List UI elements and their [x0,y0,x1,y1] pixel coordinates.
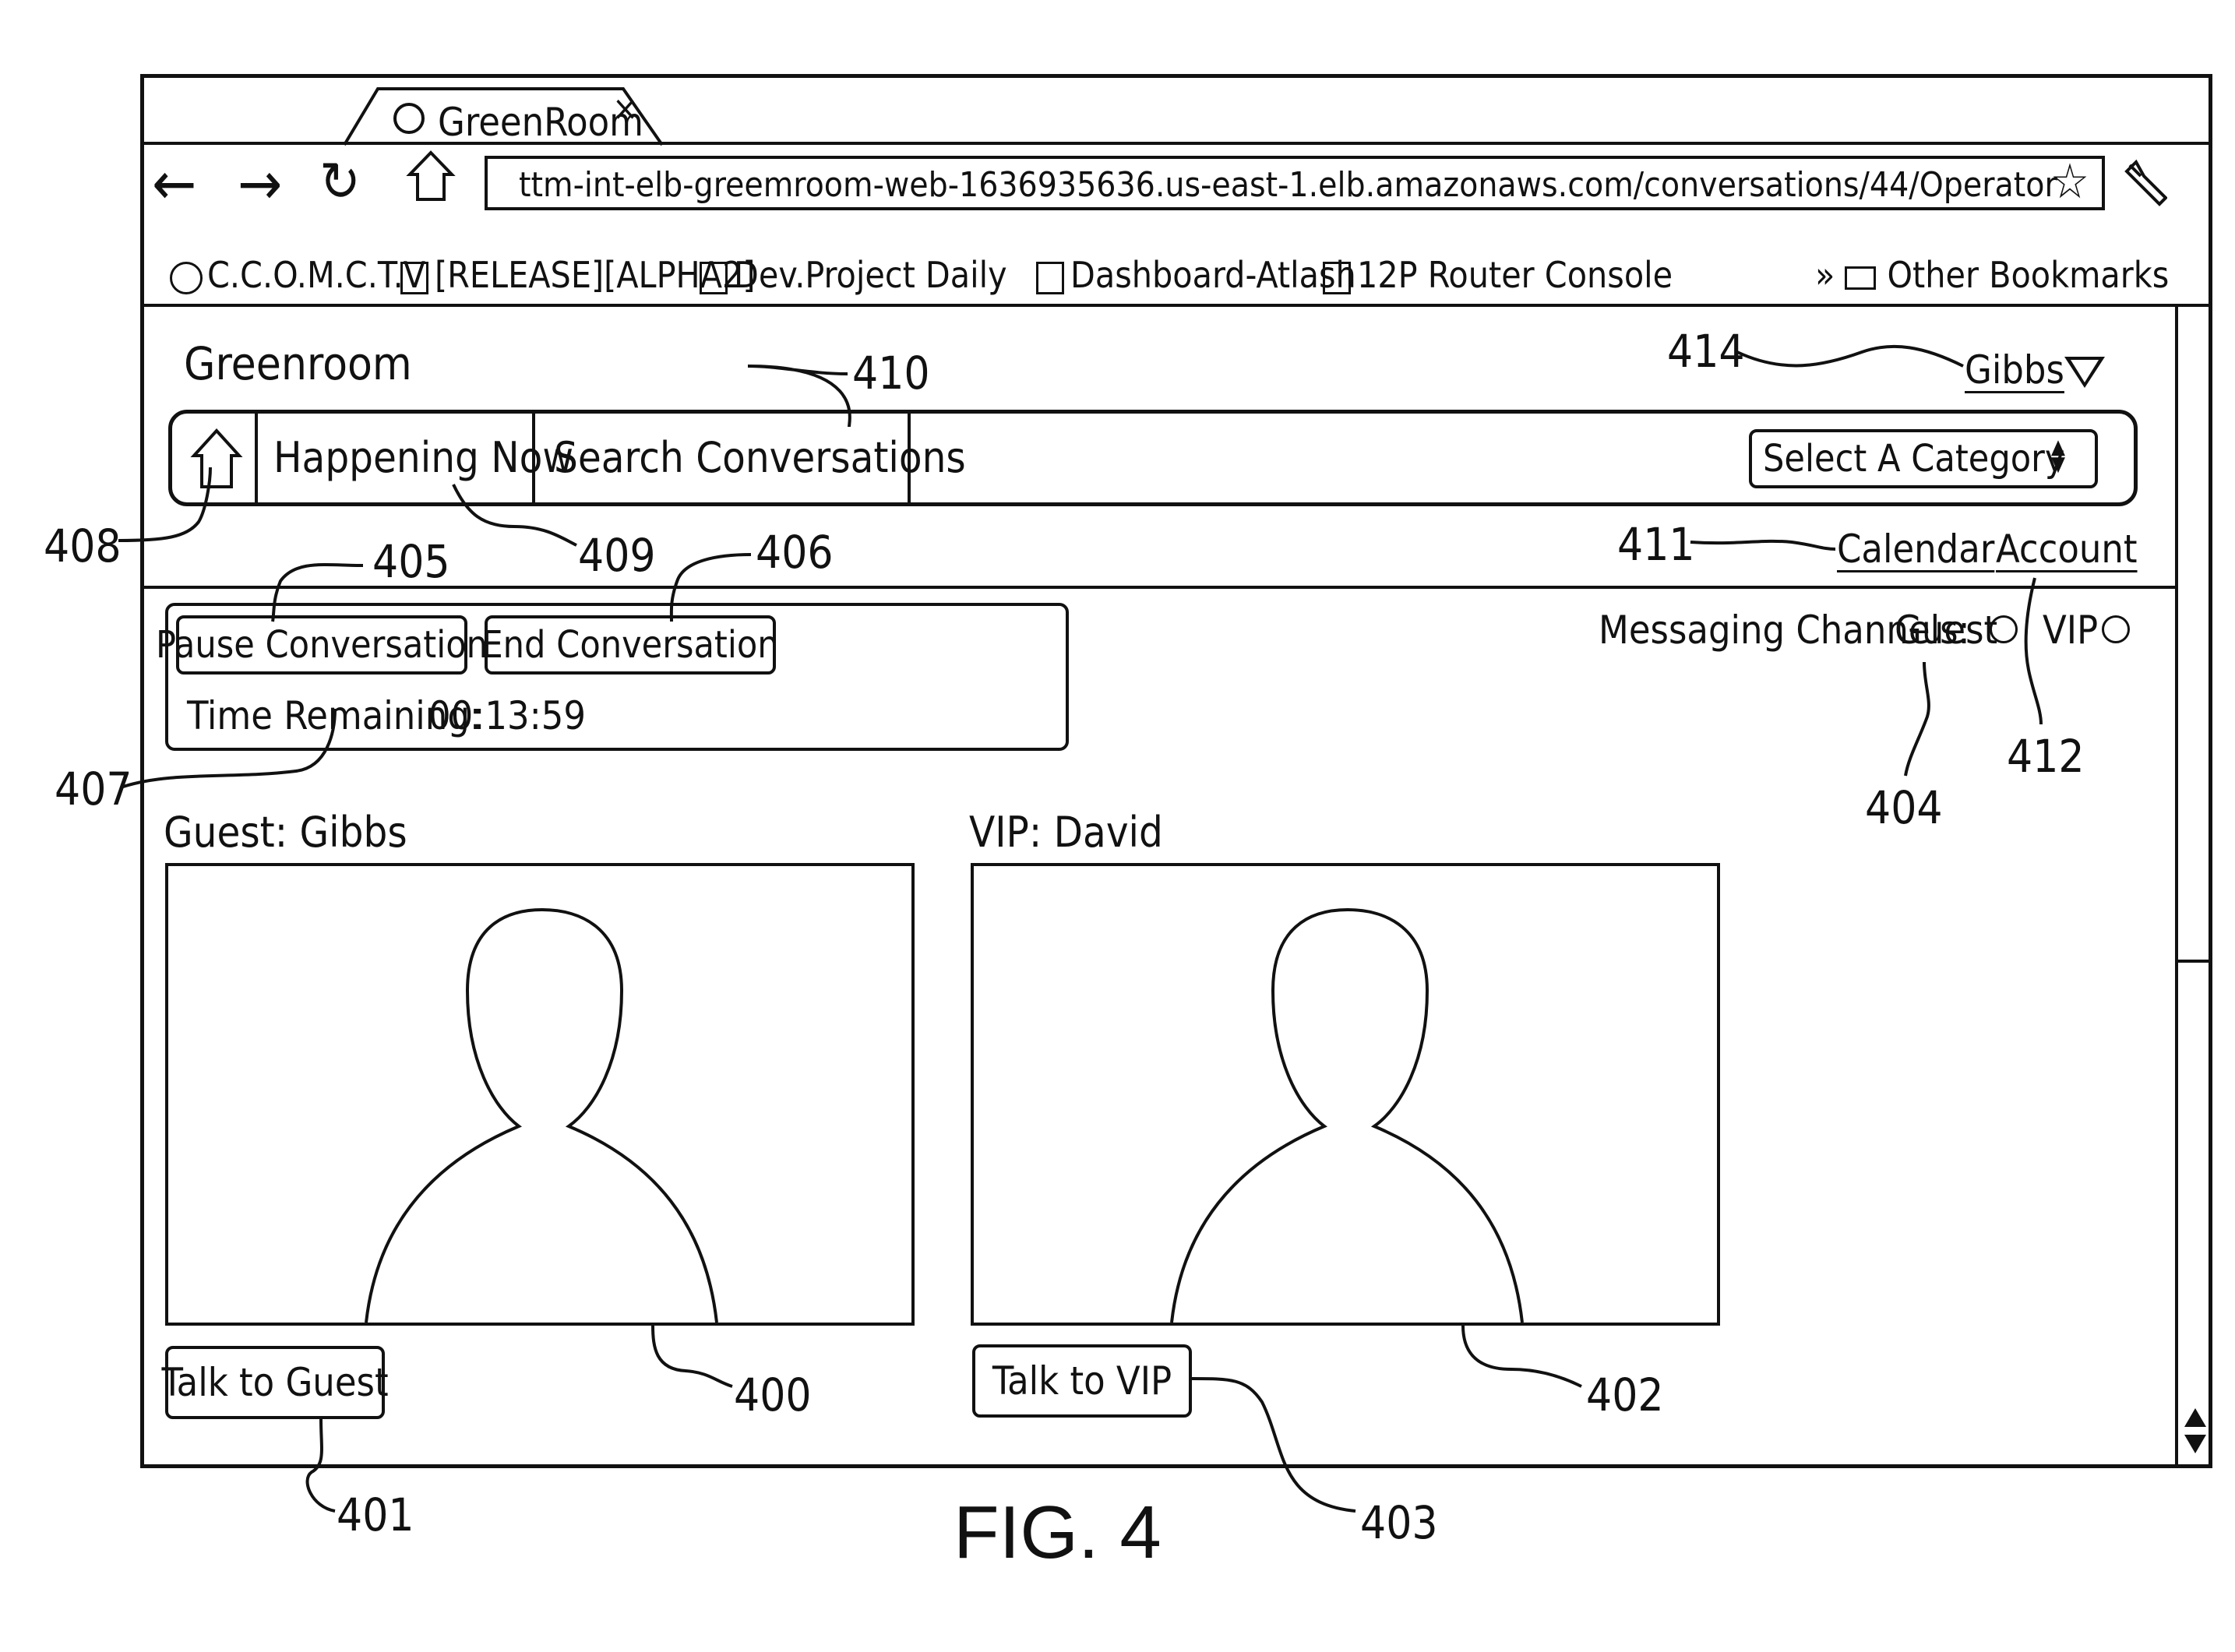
reload-icon[interactable]: ↻ [319,154,361,209]
vip-channel-label: VIP [2043,611,2098,650]
vip-video-label: VIP: David [969,812,1163,854]
user-menu-dropdown-icon-inner [2071,360,2099,382]
back-arrow-icon[interactable]: ← [152,154,196,213]
ref-numeral: 410 [852,350,930,396]
ref-numeral: 406 [756,530,834,575]
bookmark-item[interactable]: C.C.O.M.C.T.V [170,257,425,294]
guest-channel-label: Guest [1895,611,1997,650]
ref-numeral: 408 [44,523,122,569]
page-icon [1036,262,1064,294]
talk-to-vip-button[interactable]: Talk to VIP [972,1344,1192,1418]
home-icon[interactable] [404,148,458,204]
ref-numeral: 401 [337,1492,414,1538]
nav-divider [532,414,535,502]
wrench-icon[interactable] [2120,156,2167,210]
ref-numeral: 402 [1586,1372,1664,1418]
app-nav-bar: Happening Now Search Conversations Selec… [168,410,2138,506]
select-arrows-icon: ▲▼ [2051,439,2065,473]
user-menu[interactable]: Gibbs [1965,350,2064,389]
page-icon [400,262,428,294]
guest-channel-radio[interactable] [1990,615,2018,643]
bookmark-item[interactable]: Dashboard-Atlash [1036,257,1356,294]
time-remaining-value: 00:13:59 [428,696,586,735]
app-brand: Greenroom [184,341,412,386]
pause-conversation-button[interactable]: Pause Conversation [176,615,467,675]
ref-numeral: 407 [55,766,132,812]
url-bar[interactable]: ttm-int-elb-greemroom-web-1636935636.us-… [485,156,2105,210]
scroll-down-icon[interactable] [2184,1435,2206,1453]
vip-channel-radio[interactable] [2102,615,2130,643]
bookmark-item[interactable]: Dev.Project Daily [700,257,1007,294]
bookmark-item[interactable]: 12P Router Console [1323,257,1673,294]
scrollbar-thumb-edge [2175,960,2209,963]
ref-numeral: 404 [1865,785,1943,830]
ref-numeral: 411 [1617,522,1695,567]
guest-video-feed [165,863,915,1326]
scrollbar[interactable] [2175,305,2178,1466]
ref-numeral: 414 [1667,329,1745,374]
nav-divider [255,414,258,502]
conversation-controls: Pause Conversation End Conversation Time… [165,603,1069,751]
scroll-up-icon[interactable] [2184,1408,2206,1427]
nav-divider [908,414,911,502]
page-icon [1323,262,1351,294]
calendar-link[interactable]: Calendar [1837,530,1994,569]
talk-to-guest-button[interactable]: Talk to Guest [165,1346,385,1419]
star-icon[interactable]: ☆ [2050,157,2089,206]
ref-numeral: 412 [2007,734,2085,779]
category-select[interactable]: Select A Category ▲▼ [1749,429,2098,488]
nav-happening-now[interactable]: Happening Now [273,437,573,479]
page-icon [700,262,728,294]
url-text: ttm-int-elb-greemroom-web-1636935636.us-… [519,168,2057,203]
vip-video-feed [971,863,1720,1326]
tab-strip-divider [142,142,2211,145]
ref-numeral: 405 [372,539,450,584]
ref-numeral: 403 [1360,1500,1438,1545]
folder-icon [1845,266,1876,290]
figure-caption: FIG. 4 [954,1495,1162,1570]
other-bookmarks[interactable]: » Other Bookmarks [1815,257,2169,293]
account-link[interactable]: Account [1996,530,2138,569]
home-icon[interactable] [189,424,244,491]
end-conversation-button[interactable]: End Conversation [485,615,776,675]
ref-numeral: 409 [578,533,656,578]
globe-icon [170,262,203,294]
tab-close-icon[interactable]: × [612,92,638,126]
globe-icon [393,103,425,134]
person-silhouette-icon [974,866,1717,1323]
nav-search-conversations[interactable]: Search Conversations [554,437,966,479]
page-top-divider [142,304,2211,307]
ref-numeral: 400 [734,1372,812,1418]
person-silhouette-icon [168,866,911,1323]
guest-video-label: Guest: Gibbs [164,812,407,854]
forward-arrow-icon[interactable]: → [238,154,282,213]
chevron-double-icon: » [1815,254,1835,296]
category-select-value: Select A Category [1763,437,2064,481]
